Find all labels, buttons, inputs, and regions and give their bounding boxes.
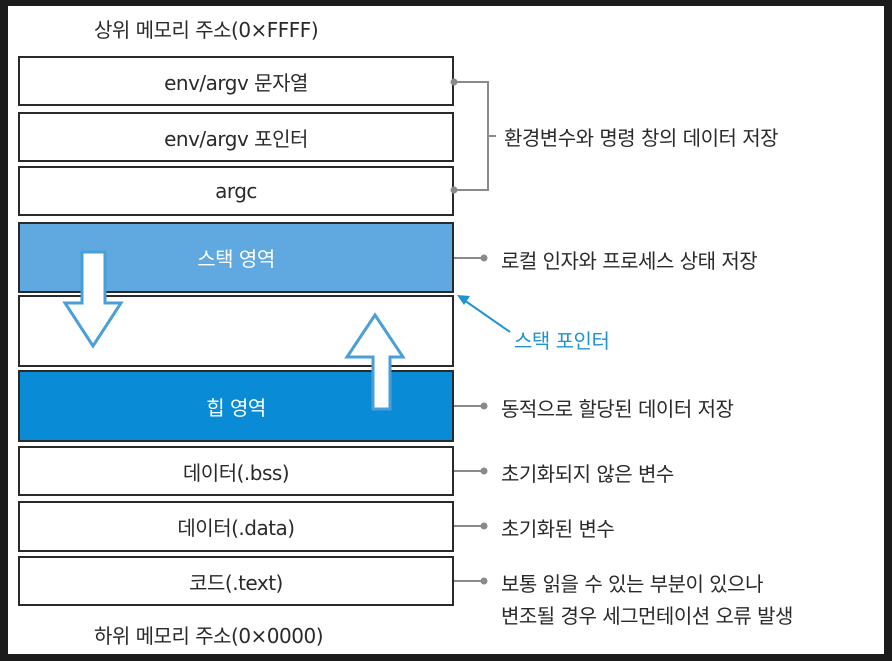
block-env-pointers: env/argv 포인터 [18, 112, 454, 162]
note-text-line1: 보통 읽을 수 있는 부분이 있으나 [501, 572, 764, 596]
note-text-line2: 변조될 경우 세그먼테이션 오류 발생 [501, 604, 793, 628]
env-bottom-dot [450, 186, 458, 194]
top-address-label: 상위 메모리 주소(0×FFFF) [94, 18, 319, 42]
note-bss: 초기화되지 않은 변수 [501, 462, 674, 486]
block-data: 데이터(.data) [18, 501, 454, 552]
heap-growth-arrow [344, 312, 406, 411]
note-env: 환경변수와 명령 창의 데이터 저장 [504, 126, 779, 150]
env-top-dot [450, 78, 458, 86]
stack-connector-dot [480, 254, 488, 262]
env-bracket-connector [454, 81, 496, 191]
stack-pointer-line [463, 299, 511, 333]
connector-overlay [62, 78, 511, 585]
heap-connector-dot [480, 402, 488, 410]
data-connector-dot [480, 522, 488, 530]
note-heap: 동적으로 할당된 데이터 저장 [501, 397, 734, 421]
block-text: 코드(.text) [18, 556, 454, 606]
note-stack: 로컬 인자와 프로세스 상태 저장 [501, 249, 758, 273]
note-data: 초기화된 변수 [501, 517, 615, 541]
bss-connector-dot [480, 467, 488, 475]
block-free-space [18, 295, 454, 367]
stack-growth-arrow [62, 250, 124, 349]
memory-layout-diagram: 상위 메모리 주소(0×FFFF) env/argv 문자열 env/argv … [8, 6, 884, 654]
text-connector-dot [480, 577, 488, 585]
stack-pointer-arrowhead [457, 295, 470, 305]
bottom-address-label: 하위 메모리 주소(0×0000) [94, 624, 324, 648]
note-stack-pointer: 스택 포인터 [514, 329, 610, 353]
block-env-strings: env/argv 문자열 [18, 56, 454, 106]
block-bss: 데이터(.bss) [18, 446, 454, 496]
